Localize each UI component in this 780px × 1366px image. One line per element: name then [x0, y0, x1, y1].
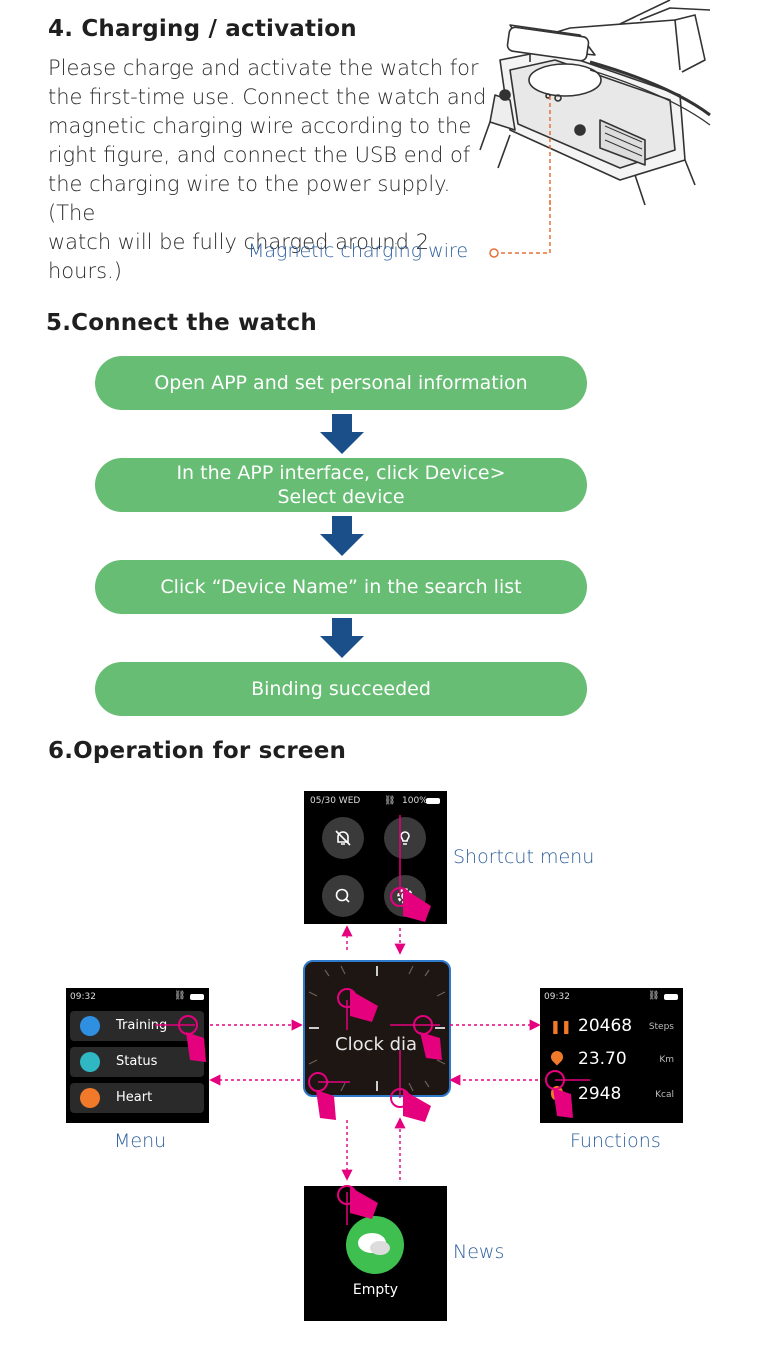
menu-item-status[interactable]: Status	[70, 1047, 204, 1077]
news-label: News	[453, 1241, 505, 1263]
menu-item-label: Heart	[116, 1090, 153, 1105]
clock-dial-screen: Clock dia	[303, 960, 451, 1097]
bell-off-icon[interactable]	[322, 817, 364, 859]
step-select-device: In the APP interface, click Device> Sele…	[95, 458, 587, 512]
steps-value: 20468	[578, 1016, 633, 1036]
flow-arrow-down-icon	[320, 618, 364, 658]
section-6-heading: 6.Operation for screen	[48, 738, 347, 764]
watch-charging-illustration	[479, 0, 711, 210]
gesture-overlay	[155, 815, 590, 1225]
link-icon: ⛓	[648, 991, 660, 1001]
footsteps-icon: ❚❚	[550, 1020, 572, 1035]
tap-hand-icon	[178, 887, 573, 1219]
menu-item-heart[interactable]: Heart	[70, 1083, 204, 1113]
dial-ticks	[308, 965, 446, 1092]
steps-unit: Steps	[648, 1022, 674, 1032]
time-text: 09:32	[544, 992, 570, 1002]
menu-item-label: Training	[116, 1018, 168, 1033]
menu-item-training[interactable]: Training	[70, 1011, 204, 1041]
battery-icon	[664, 994, 678, 1000]
distance-unit: Km	[659, 1055, 674, 1065]
step-text: Open APP and set personal information	[154, 372, 528, 394]
battery-icon	[426, 798, 440, 804]
instruction-line: right figure, and connect the USB end of	[48, 143, 471, 167]
battery-text: 100%	[402, 796, 428, 806]
running-icon	[80, 1016, 100, 1036]
step-text: In the APP interface, click Device>	[176, 462, 506, 484]
instruction-line: the first-time use. Connect the watch an…	[48, 85, 487, 109]
menu-label: Menu	[114, 1130, 167, 1152]
step-open-app: Open APP and set personal information	[95, 356, 587, 410]
flashlight-icon[interactable]	[384, 817, 426, 859]
search-icon[interactable]	[322, 875, 364, 917]
message-icon	[346, 1216, 404, 1274]
functions-label: Functions	[570, 1130, 661, 1152]
shortcut-menu-label: Shortcut menu	[453, 846, 595, 868]
step-text: Click “Device Name” in the search list	[160, 576, 522, 598]
instruction-line: Please charge and activate the watch for	[48, 56, 479, 80]
menu-screen: 09:32 ⛓ Training Status Heart	[66, 988, 209, 1123]
wire-leader-line	[489, 200, 551, 258]
step-click-device-name: Click “Device Name” in the search list	[95, 560, 587, 614]
charging-instructions: Please charge and activate the watch for…	[48, 54, 488, 286]
calories-unit: Kcal	[655, 1090, 674, 1100]
calories-value: 2948	[578, 1084, 622, 1104]
function-row-distance: 23.70 Km	[548, 1045, 674, 1075]
instruction-line: magnetic charging wire according to the	[48, 114, 472, 138]
step-text: Select device	[277, 486, 405, 508]
menu-item-label: Status	[116, 1054, 158, 1069]
link-icon: ⛓	[384, 796, 396, 806]
magnetic-wire-label: Magnetic charging wire	[248, 240, 469, 262]
section-5-heading: 5.Connect the watch	[46, 310, 317, 336]
function-row-steps: ❚❚ 20468 Steps	[548, 1012, 674, 1042]
flow-arrow-down-icon	[320, 414, 364, 454]
status-icon	[80, 1052, 100, 1072]
time-text: 09:32	[70, 992, 96, 1002]
distance-value: 23.70	[578, 1049, 627, 1069]
section-4-heading: 4. Charging / activation	[48, 16, 357, 42]
instruction-line: the charging wire to the power supply. (…	[48, 172, 451, 225]
step-text: Binding succeeded	[251, 678, 431, 700]
flow-arrow-down-icon	[320, 516, 364, 556]
heart-icon	[80, 1088, 100, 1108]
step-binding-succeeded: Binding succeeded	[95, 662, 587, 716]
link-icon: ⛓	[174, 991, 186, 1001]
instruction-line: watch will be fully charged around 2 hou…	[48, 230, 429, 283]
news-empty-text: Empty	[352, 1282, 399, 1298]
date-text: 05/30 WED	[310, 796, 361, 806]
battery-icon	[190, 994, 204, 1000]
clock-dial-text: Clock dia	[335, 1034, 418, 1055]
